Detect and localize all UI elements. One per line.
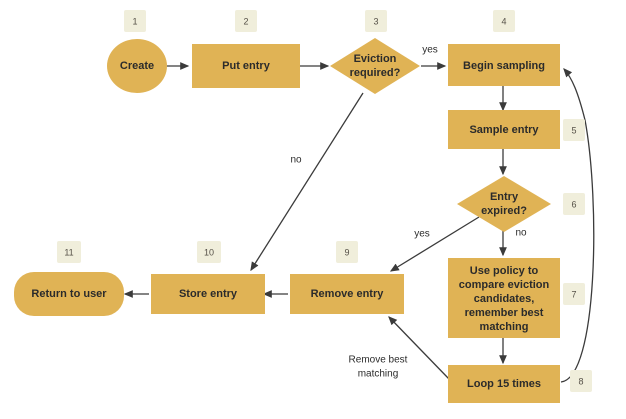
node-create[interactable]: Create <box>107 39 167 93</box>
edge-loop-back-to-begin <box>560 68 595 383</box>
edge-label-yes-expired: yes <box>414 229 430 240</box>
badge-6-label: 6 <box>571 199 576 209</box>
badge-10: 10 <box>197 241 221 263</box>
nodes-layer: Create Put entry Eviction required? Begi… <box>14 38 560 403</box>
node-store-entry[interactable]: Store entry <box>151 274 265 314</box>
node-entry-expired-label-line1: Entry <box>490 191 519 203</box>
edge-label-remove-best-matching-line1: Remove best <box>349 355 408 366</box>
node-sample-entry[interactable]: Sample entry <box>448 110 560 149</box>
node-eviction-required-label-line1: Eviction <box>354 53 397 65</box>
badge-11-label: 11 <box>64 247 73 257</box>
badge-2: 2 <box>235 10 257 32</box>
node-use-policy-label-line3: candidates, <box>474 293 535 305</box>
edge-label-no-eviction: no <box>290 155 302 166</box>
node-eviction-required-label-line2: required? <box>350 67 401 79</box>
node-put-entry-label: Put entry <box>222 60 271 72</box>
node-use-policy-label-line4: remember best <box>465 307 544 319</box>
badge-10-box <box>197 241 221 263</box>
badge-10-label: 10 <box>204 247 214 257</box>
badge-2-label: 2 <box>243 16 248 26</box>
badge-1-label: 1 <box>132 16 137 26</box>
badge-7-box <box>563 283 585 305</box>
badge-3-box <box>365 10 387 32</box>
node-begin-sampling[interactable]: Begin sampling <box>448 44 560 86</box>
badge-5-box <box>563 119 585 141</box>
edge-eviction-no-to-store: no <box>250 92 364 272</box>
badge-9: 9 <box>336 241 358 263</box>
node-sample-entry-shape[interactable] <box>448 110 560 149</box>
badge-9-box <box>336 241 358 263</box>
node-entry-expired-shape[interactable] <box>457 176 551 232</box>
node-put-entry-shape[interactable] <box>192 44 300 88</box>
edge-label-remove-best-matching-line2: matching <box>358 369 399 380</box>
node-eviction-required[interactable]: Eviction required? <box>330 38 420 94</box>
badge-11: 11 <box>57 241 81 263</box>
badge-7: 7 <box>563 283 585 305</box>
node-loop-15-times[interactable]: Loop 15 times <box>448 365 560 403</box>
badge-9-label: 9 <box>344 247 349 257</box>
badge-6: 6 <box>563 193 585 215</box>
badge-4-box <box>493 10 515 32</box>
node-loop-15-times-label: Loop 15 times <box>467 378 541 390</box>
node-store-entry-label: Store entry <box>179 288 238 300</box>
badge-2-box <box>235 10 257 32</box>
badges-layer: 1 2 3 4 5 6 <box>57 10 592 392</box>
node-use-policy[interactable]: Use policy to compare eviction candidate… <box>448 258 560 338</box>
node-begin-sampling-label: Begin sampling <box>463 60 545 72</box>
badge-8: 8 <box>570 370 592 392</box>
node-put-entry[interactable]: Put entry <box>192 44 300 88</box>
edge-eviction-yes-to-begin: yes <box>421 45 447 70</box>
badge-8-box <box>570 370 592 392</box>
badge-1: 1 <box>124 10 146 32</box>
node-loop-15-times-shape[interactable] <box>448 365 560 403</box>
node-eviction-required-shape[interactable] <box>330 38 420 94</box>
badge-7-label: 7 <box>571 289 576 299</box>
badge-5: 5 <box>563 119 585 141</box>
node-return-to-user-label: Return to user <box>31 288 107 300</box>
badge-8-label: 8 <box>578 376 583 386</box>
node-return-to-user[interactable]: Return to user <box>14 272 124 316</box>
node-store-entry-shape[interactable] <box>151 274 265 314</box>
badge-1-box <box>124 10 146 32</box>
badge-4: 4 <box>493 10 515 32</box>
badge-3: 3 <box>365 10 387 32</box>
node-create-shape[interactable] <box>107 39 167 93</box>
node-remove-entry-label: Remove entry <box>311 288 385 300</box>
badge-11-box <box>57 241 81 263</box>
node-use-policy-label-line5: matching <box>480 321 529 333</box>
node-sample-entry-label: Sample entry <box>469 124 539 136</box>
edges-layer: yes no yes no <box>123 45 595 383</box>
node-entry-expired[interactable]: Entry expired? <box>457 176 551 232</box>
edge-loop-to-remove: Remove best matching <box>349 316 450 380</box>
node-create-label: Create <box>120 60 154 72</box>
node-entry-expired-label-line2: expired? <box>481 205 527 217</box>
edge-label-yes-eviction: yes <box>422 45 438 56</box>
node-begin-sampling-shape[interactable] <box>448 44 560 86</box>
edge-label-no-expired: no <box>515 228 527 239</box>
badge-3-label: 3 <box>373 16 378 26</box>
node-remove-entry-shape[interactable] <box>290 274 404 314</box>
node-use-policy-shape[interactable] <box>448 258 560 338</box>
node-use-policy-label-line1: Use policy to <box>470 265 539 277</box>
node-use-policy-label-line2: compare eviction <box>459 279 550 291</box>
badge-5-label: 5 <box>571 125 576 135</box>
edge-expired-yes-to-remove: yes <box>389 216 480 272</box>
node-return-to-user-shape[interactable] <box>14 272 124 316</box>
node-remove-entry[interactable]: Remove entry <box>290 274 404 314</box>
badge-6-box <box>563 193 585 215</box>
badge-4-label: 4 <box>501 16 506 26</box>
